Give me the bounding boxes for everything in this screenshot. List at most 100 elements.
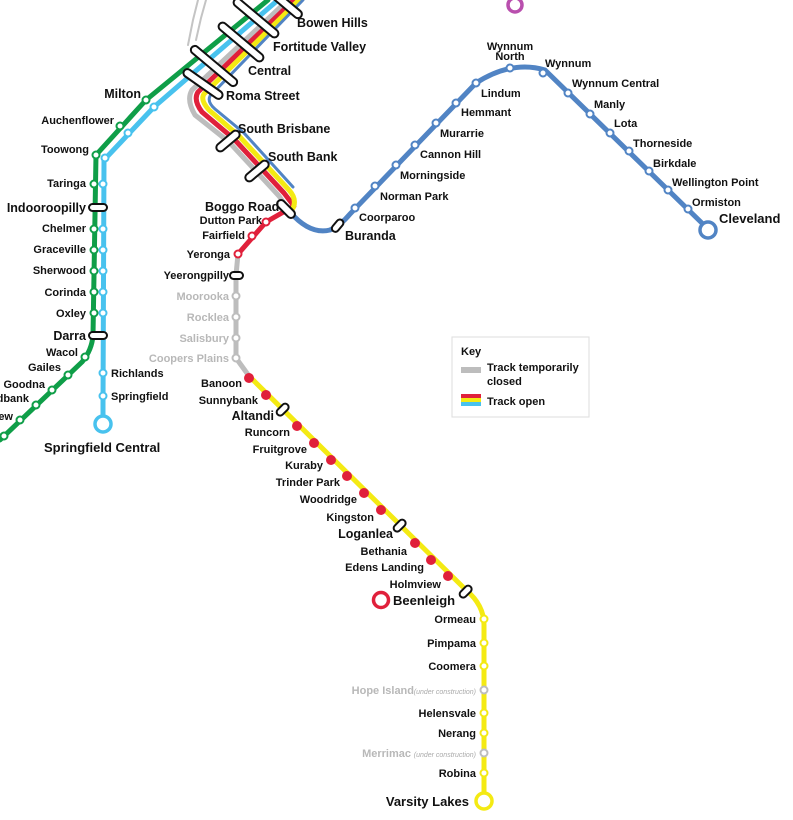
stop-pimpama[interactable]	[479, 638, 489, 648]
stop-hemmant[interactable]	[451, 98, 461, 108]
interchange-beenleigh[interactable]	[458, 584, 473, 599]
terminus-beenleigh[interactable]	[371, 590, 391, 610]
stop-banoon[interactable]	[244, 373, 254, 383]
stop-graceville-green[interactable]	[89, 245, 99, 255]
label-merrimac-uc: (under construction)	[414, 752, 476, 759]
label-redbank-partial: dbank	[0, 393, 30, 405]
stop-rocklea[interactable]	[231, 312, 241, 322]
terminus-purple-partial[interactable]	[506, 0, 524, 14]
stop-helensvale[interactable]	[479, 708, 489, 718]
interchange-darra[interactable]	[88, 331, 108, 340]
interchange-roma-street[interactable]	[182, 68, 224, 101]
interchange-south-bank[interactable]	[244, 159, 271, 183]
stop-robina[interactable]	[479, 768, 489, 778]
interchange-bowen-hills-2[interactable]	[232, 0, 280, 39]
label-beenleigh: Beenleigh	[393, 593, 455, 608]
stop-ormeau[interactable]	[479, 614, 489, 624]
label-robina: Robina	[439, 768, 477, 780]
label-indooroopilly: Indooroopilly	[7, 201, 86, 215]
terminus-varsity-lakes[interactable]	[474, 791, 494, 811]
stop-richlands[interactable]	[98, 368, 108, 378]
stop-wacol[interactable]	[80, 352, 90, 362]
stop-corinda-green[interactable]	[89, 287, 99, 297]
stop-chelmer-green[interactable]	[89, 224, 99, 234]
interchange-central[interactable]	[189, 44, 239, 88]
stop-auchenflower-cyan[interactable]	[123, 128, 133, 138]
stop-sherwood-cyan[interactable]	[98, 266, 108, 276]
track-red-city	[193, 0, 297, 257]
stop-bethania[interactable]	[410, 538, 420, 548]
terminus-cleveland[interactable]	[698, 220, 718, 240]
interchange-boggo-road[interactable]	[275, 198, 296, 219]
stop-wynnum[interactable]	[538, 68, 548, 78]
stop-holmview[interactable]	[443, 571, 453, 581]
stop-dutton-park[interactable]	[261, 217, 271, 227]
stop-wynnum-central[interactable]	[563, 88, 573, 98]
interchange-loganlea[interactable]	[392, 518, 407, 533]
stop-corinda-cyan[interactable]	[98, 287, 108, 297]
stop-coopers-plains[interactable]	[231, 353, 241, 363]
stop-yeronga[interactable]	[233, 249, 243, 259]
stop-trinder-park[interactable]	[342, 471, 352, 481]
stop-taringa-green[interactable]	[89, 179, 99, 189]
label-chelmer: Chelmer	[42, 223, 87, 235]
stop-springfield[interactable]	[98, 391, 108, 401]
stop-cannon-hill[interactable]	[410, 140, 420, 150]
stop-norman-park[interactable]	[370, 181, 380, 191]
stop-birkdale[interactable]	[644, 166, 654, 176]
stop-coomera[interactable]	[479, 661, 489, 671]
stop-thorneside[interactable]	[624, 146, 634, 156]
stop-toowong-green[interactable]	[91, 150, 101, 160]
stop-coorparoo[interactable]	[350, 203, 360, 213]
stop-lindum[interactable]	[471, 78, 481, 88]
stop-milton-cyan[interactable]	[149, 102, 159, 112]
stop-sherwood-green[interactable]	[89, 266, 99, 276]
terminus-springfield-central[interactable]	[93, 414, 113, 434]
interchange-indooroopilly[interactable]	[88, 203, 108, 212]
interchange-south-brisbane[interactable]	[215, 129, 242, 153]
stop-goodna[interactable]	[47, 385, 57, 395]
stop-ormiston[interactable]	[683, 204, 693, 214]
stop-milton-green[interactable]	[141, 95, 151, 105]
stop-wynnum-north[interactable]	[505, 63, 515, 73]
stop-wellington-point[interactable]	[663, 185, 673, 195]
stop-manly[interactable]	[585, 109, 595, 119]
stop-oxley-cyan[interactable]	[98, 308, 108, 318]
stop-runcorn[interactable]	[292, 421, 302, 431]
label-trinder-park: Trinder Park	[276, 477, 341, 489]
stop-graceville-cyan[interactable]	[98, 245, 108, 255]
stop-toowong-cyan[interactable]	[100, 153, 110, 163]
stop-redbank[interactable]	[31, 400, 41, 410]
interchange-fortitude-valley[interactable]	[217, 21, 265, 63]
interchange-buranda[interactable]	[330, 218, 345, 233]
stop-woodridge[interactable]	[359, 488, 369, 498]
stop-moorooka[interactable]	[231, 291, 241, 301]
stop-fairfield[interactable]	[247, 231, 257, 241]
stop-ipswich-edge[interactable]	[0, 431, 9, 441]
stop-taringa-cyan[interactable]	[98, 179, 108, 189]
stop-lota[interactable]	[605, 128, 615, 138]
stop-murarrie[interactable]	[431, 118, 441, 128]
stop-riverview[interactable]	[15, 415, 25, 425]
stop-oxley-green[interactable]	[89, 308, 99, 318]
interchange-yeerongpilly[interactable]	[229, 271, 244, 280]
stop-kuraby[interactable]	[326, 455, 336, 465]
label-varsity-lakes: Varsity Lakes	[386, 794, 469, 809]
stop-morningside[interactable]	[391, 160, 401, 170]
stop-kingston[interactable]	[376, 505, 386, 515]
label-fortitude-valley: Fortitude Valley	[273, 40, 366, 54]
stop-sunnybank[interactable]	[261, 390, 271, 400]
interchange-altandi[interactable]	[275, 402, 290, 417]
interchange-bowen-hills[interactable]	[259, 0, 304, 20]
stop-salisbury[interactable]	[231, 333, 241, 343]
stop-nerang[interactable]	[479, 728, 489, 738]
stop-gailes[interactable]	[63, 370, 73, 380]
stop-fruitgrove[interactable]	[309, 438, 319, 448]
stop-auchenflower-green[interactable]	[115, 121, 125, 131]
stop-hope-island[interactable]	[479, 685, 489, 695]
label-wellington-point: Wellington Point	[672, 177, 759, 189]
label-banoon: Banoon	[201, 378, 242, 390]
stop-edens-landing[interactable]	[426, 555, 436, 565]
stop-merrimac[interactable]	[479, 748, 489, 758]
stop-chelmer-cyan[interactable]	[98, 224, 108, 234]
